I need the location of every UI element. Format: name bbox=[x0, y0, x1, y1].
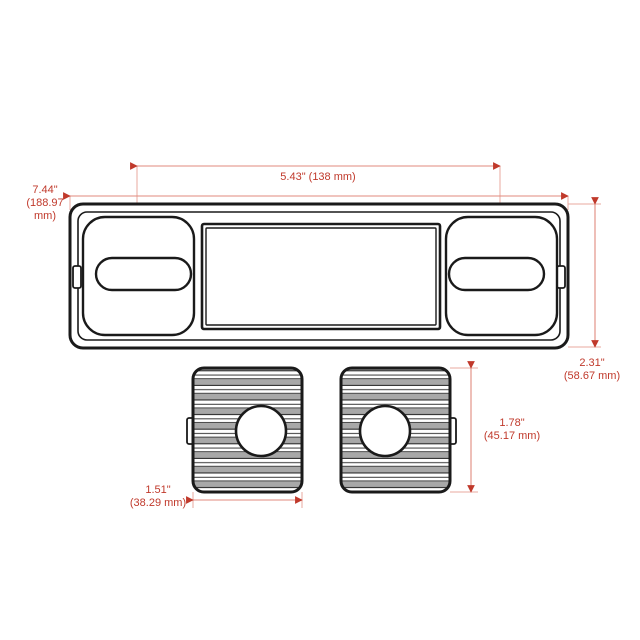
pad-width-label-line2: (38.29 mm) bbox=[130, 497, 186, 509]
pad-width-label-line1: 1.51" bbox=[145, 484, 170, 496]
overall-height-label-line2: (58.67 mm) bbox=[564, 370, 620, 382]
overall-width-label-line2: (188.97 bbox=[26, 197, 63, 209]
overall-width-label-line1: 7.44" bbox=[32, 184, 57, 196]
main-housing bbox=[68, 202, 570, 350]
dimension-inner-width: 5.43" (138 mm) bbox=[130, 162, 501, 183]
left-pad-hole bbox=[234, 404, 288, 458]
overall-height-label-line1: 2.31" bbox=[579, 357, 604, 369]
right-pill-slot bbox=[447, 256, 546, 292]
left-pill-slot bbox=[94, 256, 193, 292]
dimension-overall-width: 7.44" (188.97 mm) bbox=[26, 184, 569, 222]
center-window-outer bbox=[200, 222, 442, 331]
right-pad-hole bbox=[358, 404, 412, 458]
pad-height-label-line2: (45.17 mm) bbox=[484, 430, 540, 442]
right-ribbed-pad bbox=[339, 366, 457, 494]
dimension-pad-height: 1.78" (45.17 mm) bbox=[467, 361, 540, 493]
pad-height-label-line1: 1.78" bbox=[499, 417, 524, 429]
dimension-pad-width: 1.51" (38.29 mm) bbox=[130, 484, 303, 509]
housing-left-tab bbox=[72, 265, 82, 289]
overall-width-label-line3: mm) bbox=[34, 210, 56, 222]
left-pad-outline bbox=[191, 366, 304, 494]
right-pad-outline bbox=[339, 366, 452, 494]
left-ribbed-pad bbox=[186, 366, 304, 494]
center-window-inner bbox=[205, 227, 437, 326]
dimension-layer: 5.43" (138 mm) 7.44" (188.97 mm) 2.31" (… bbox=[26, 162, 620, 509]
inner-width-label: 5.43" (138 mm) bbox=[280, 171, 355, 183]
dimension-overall-height: 2.31" (58.67 mm) bbox=[564, 197, 620, 382]
